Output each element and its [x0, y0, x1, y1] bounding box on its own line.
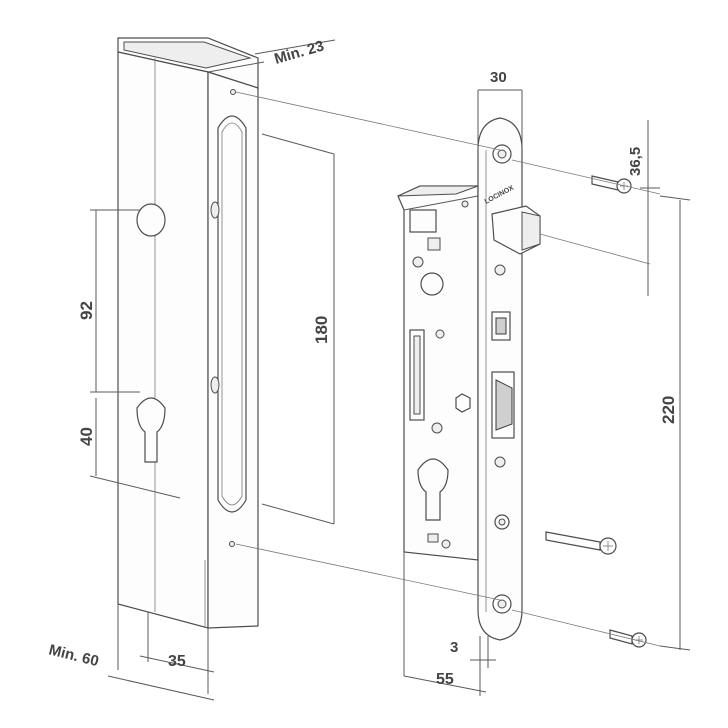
- dim-35: 35: [168, 653, 186, 670]
- long-screw: [545, 531, 617, 555]
- gate-profile: [117, 37, 259, 629]
- dimension-lines: [89, 39, 691, 701]
- dim-40: 40: [77, 427, 96, 446]
- dim-36-5: 36,5: [627, 147, 644, 176]
- cylinder-hole: [136, 397, 166, 463]
- bottom-screw: [609, 629, 647, 648]
- dim-3: 3: [450, 639, 458, 656]
- dim-min-23: Min. 23: [272, 37, 326, 67]
- dim-55: 55: [436, 671, 454, 688]
- dim-min-60: Min. 60: [47, 641, 100, 670]
- faceplate: LOCINOX: [477, 117, 541, 641]
- dim-30: 30: [490, 69, 507, 86]
- lock-body: [397, 185, 479, 561]
- dim-92: 92: [77, 301, 96, 320]
- top-screw: [591, 175, 632, 194]
- follower-hole: [136, 203, 166, 237]
- dim-220: 220: [659, 396, 678, 424]
- dim-180: 180: [312, 316, 331, 344]
- screws: [545, 175, 647, 648]
